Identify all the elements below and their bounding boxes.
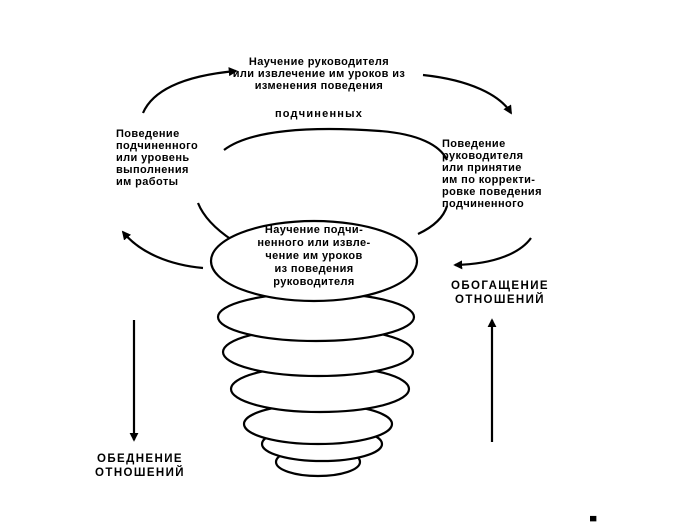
center-label: Научение подчи- ненного или извле- чение… bbox=[257, 224, 371, 288]
arrow-top-left bbox=[141, 67, 238, 114]
corner-mark: ▀ bbox=[590, 516, 597, 526]
top-label: Научение руководителя или извлечение им … bbox=[214, 44, 424, 132]
right-label: Поведение руководителя или принятие им п… bbox=[442, 138, 542, 210]
back-arc-left-lower bbox=[196, 202, 233, 241]
enrichment-label: ОБОГАЩЕНИЕ ОТНОШЕНИЙ bbox=[451, 280, 549, 306]
top-ellipse bbox=[209, 219, 419, 303]
top-label-lines: Научение руководителя или извлечение им … bbox=[232, 56, 406, 92]
back-arc-left bbox=[223, 127, 448, 161]
spiral-layers bbox=[216, 291, 416, 478]
back-arc-right-lower bbox=[417, 205, 449, 235]
impoverishment-label: ОБЕДНЕНИЕ ОТНОШЕНИЙ bbox=[95, 453, 185, 479]
arrow-right-lower bbox=[453, 237, 532, 270]
arrow-left-lower bbox=[121, 230, 204, 270]
arrow-top-right bbox=[422, 73, 512, 115]
left-label: Поведение подчиненного или уровень выпол… bbox=[116, 128, 199, 188]
top-label-last-line: подчиненных bbox=[274, 108, 364, 120]
